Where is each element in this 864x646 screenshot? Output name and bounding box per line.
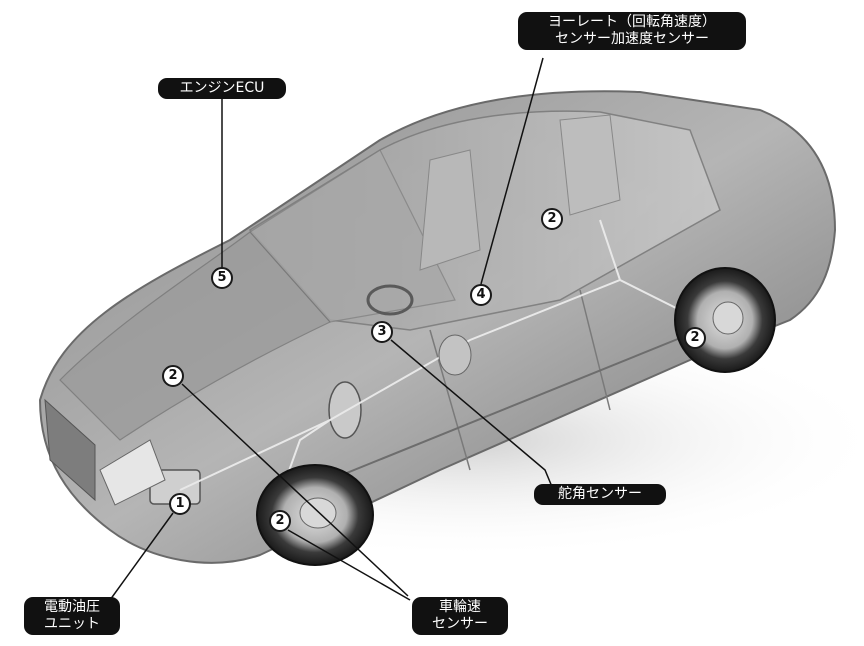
marker-4-yaw-sensor: 4 xyxy=(470,284,492,306)
label-yaw-sensor-line2: センサー加速度センサー xyxy=(555,31,709,47)
side-sill xyxy=(279,329,701,501)
hood-line xyxy=(59,231,331,441)
marker-2-wheel-speed-front-left: 2 xyxy=(162,365,184,387)
label-engine-ecu: エンジンECU xyxy=(158,78,286,99)
steering-wheel xyxy=(366,284,414,316)
brake-booster xyxy=(328,381,362,439)
marker-5-engine-ecu: 5 xyxy=(211,267,233,289)
leader-wheel-b xyxy=(287,529,411,601)
side-mirror xyxy=(438,334,472,376)
label-wheel-speed-sensor: 車輪速 センサー xyxy=(412,597,508,635)
door-line-rear xyxy=(579,289,611,411)
grille xyxy=(44,398,96,502)
marker-2-wheel-speed-rear-left: 2 xyxy=(541,208,563,230)
marker-3-steering-sensor: 3 xyxy=(371,321,393,343)
label-engine-ecu-text: エンジンECU xyxy=(179,80,265,96)
marker-2-wheel-speed-front-right: 2 xyxy=(269,510,291,532)
headlight xyxy=(99,439,166,506)
label-steering-sensor: 舵角センサー xyxy=(534,484,666,505)
label-hydraulic-unit-line2: ユニット xyxy=(44,616,100,632)
leader-wheel-a xyxy=(181,383,409,597)
label-hydraulic-unit: 電動油圧 ユニット xyxy=(24,597,120,635)
label-yaw-sensor: ヨーレート（回転角速度） センサー加速度センサー xyxy=(518,12,746,50)
leader-hydraulic xyxy=(109,512,174,601)
label-wheel-speed-sensor-line1: 車輪速 xyxy=(439,599,481,615)
label-wheel-speed-sensor-line2: センサー xyxy=(432,616,488,632)
seat-front xyxy=(419,149,481,271)
marker-1-hydraulic-unit: 1 xyxy=(169,493,191,515)
label-yaw-sensor-line1: ヨーレート（回転角速度） xyxy=(548,14,716,30)
marker-2-wheel-speed-rear-right: 2 xyxy=(684,327,706,349)
label-hydraulic-unit-line1: 電動油圧 xyxy=(44,599,100,615)
door-line-front xyxy=(429,329,471,471)
label-steering-sensor-text: 舵角センサー xyxy=(558,486,642,502)
wheel-rear-hub xyxy=(712,301,744,335)
leader-yaw xyxy=(480,57,544,285)
seat-rear xyxy=(559,114,621,216)
